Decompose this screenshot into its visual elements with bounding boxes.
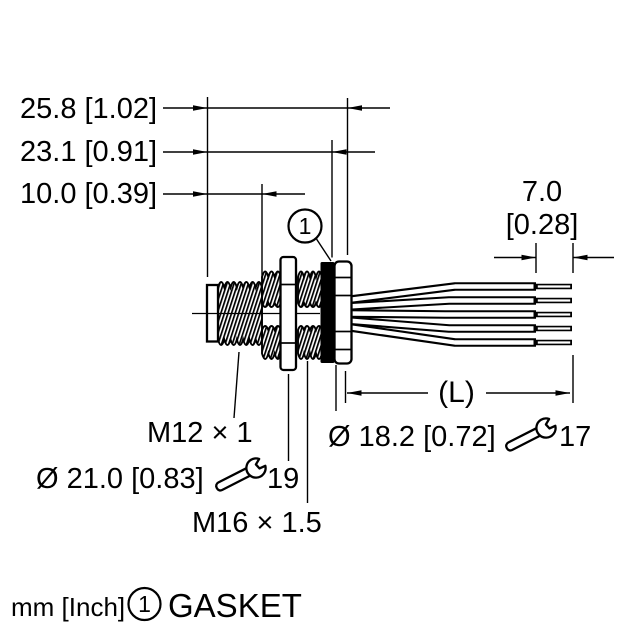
m16-thread-upper-left — [261, 270, 282, 308]
connector-body — [192, 255, 572, 372]
wire — [346, 309, 536, 319]
wire — [346, 296, 536, 311]
dimension-lines — [163, 107, 614, 394]
legend-balloon-number: 1 — [138, 591, 151, 617]
wire — [346, 316, 536, 333]
wire-fanout — [346, 282, 572, 347]
callout-body-diameter: Ø 18.2 [0.72] — [328, 421, 496, 453]
callout-texts: M12 × 1 Ø 21.0 [0.83] 19 M16 × 1.5 Ø 18.… — [36, 411, 591, 539]
dim-overall-length: 25.8 [1.02] — [20, 93, 157, 125]
dim-strip-length-mm: 7.0 — [522, 176, 562, 208]
callout-body-wrench-size: 17 — [559, 421, 591, 453]
dim-length-to-gasket: 23.1 [0.91] — [20, 136, 157, 168]
gasket — [320, 262, 335, 363]
hex-nut — [279, 255, 298, 372]
extension-lines — [206, 97, 574, 403]
dim-cable-length: (L) — [438, 376, 475, 409]
callout-m16-thread: M16 × 1.5 — [192, 507, 322, 539]
m16-thread-lower-left — [261, 325, 282, 360]
callout-nut-wrench-size: 19 — [267, 463, 299, 495]
dimension-arrowheads — [193, 105, 588, 396]
callout-nut-diameter: Ø 21.0 [0.83] — [36, 463, 204, 495]
leader-lines — [233, 238, 337, 503]
balloon-circle — [287, 208, 323, 244]
balloon-number: 1 — [299, 213, 312, 239]
callout-m12-thread: M12 × 1 — [147, 417, 253, 449]
legend-balloon-circle — [127, 586, 162, 622]
m16-thread-lower-right — [297, 325, 323, 360]
wrench-icon — [500, 411, 562, 460]
dimension-texts: 25.8 [1.02] 23.1 [0.91] 10.0 [0.39] 7.0 … — [20, 93, 578, 409]
leader-balloon — [315, 238, 332, 262]
dim-front-thread-length: 10.0 [0.39] — [20, 178, 157, 210]
m16-thread-upper-right — [297, 270, 323, 308]
wrench-icon — [210, 451, 272, 500]
balloon-callout-gasket: 1 — [287, 208, 323, 244]
wire — [346, 282, 536, 305]
wire — [346, 322, 536, 347]
dim-strip-length-inch: [0.28] — [506, 209, 579, 241]
rear-hex-flange — [333, 260, 353, 365]
legend-units: mm [Inch] — [11, 592, 125, 622]
legend-balloon-label: GASKET — [168, 587, 302, 624]
leader-m12 — [233, 351, 240, 419]
stripped-wire-ends — [536, 283, 572, 346]
legend: mm [Inch] 1 GASKET — [11, 586, 302, 624]
